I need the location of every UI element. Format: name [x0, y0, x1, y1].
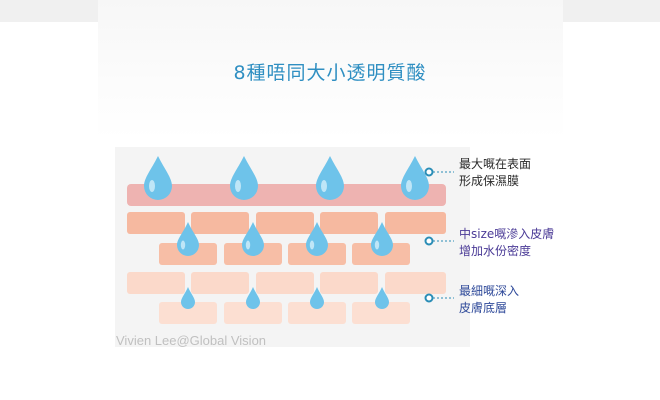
drop-highlight [406, 180, 412, 192]
water-drop-icon [181, 287, 195, 309]
bottom-bricks-row-1 [127, 272, 446, 294]
watermark: Vivien Lee@Global Vision [116, 333, 267, 348]
drop-highlight [235, 180, 241, 192]
drop-highlight [374, 240, 380, 250]
label-line: 最大嘅在表面 [459, 157, 532, 171]
water-drop-icon [401, 156, 429, 200]
water-drop-icon [230, 156, 258, 200]
brick [320, 212, 378, 234]
middle-bricks-row-1 [127, 212, 446, 234]
label-line: 形成保濕膜 [459, 174, 520, 188]
connector-dot [424, 167, 434, 177]
medium-drops [177, 222, 393, 256]
label-line: 增加水份密度 [459, 244, 532, 258]
label-middle: 中size嘅滲入皮膚 增加水份密度 [459, 226, 554, 260]
brick [352, 302, 410, 324]
water-drop-icon [316, 156, 344, 200]
connector-dot [424, 236, 434, 246]
connector-deep [424, 293, 454, 303]
drop-highlight [245, 240, 251, 250]
brick [127, 212, 185, 234]
connector-middle [424, 236, 454, 246]
drop-highlight [180, 240, 186, 250]
water-drop-icon [310, 287, 324, 309]
brick [127, 272, 185, 294]
label-line: 最細嘅深入 [459, 284, 520, 298]
label-line: 中size嘅滲入皮膚 [459, 227, 555, 241]
brick [288, 302, 346, 324]
drop-highlight [321, 180, 327, 192]
connector-surface [424, 167, 454, 177]
small-drops [181, 287, 389, 309]
label-surface: 最大嘅在表面 形成保濕膜 [459, 156, 531, 190]
bottom-bricks-row-2 [159, 302, 410, 324]
water-drop-icon [375, 287, 389, 309]
brick [320, 272, 378, 294]
drop-highlight [309, 240, 315, 250]
brick [256, 212, 314, 234]
diagram-title: 8種唔同大小透明質酸 [233, 62, 427, 84]
surface-film [127, 184, 446, 206]
brick [385, 272, 446, 294]
drop-highlight [149, 180, 155, 192]
label-line: 皮膚底層 [459, 301, 508, 315]
label-deep: 最細嘅深入 皮膚底層 [459, 283, 519, 317]
water-drop-icon [246, 287, 260, 309]
brick [159, 302, 217, 324]
brick [191, 212, 249, 234]
connector-dot [424, 293, 434, 303]
brick [385, 212, 446, 234]
large-drops [144, 156, 429, 200]
brick [224, 302, 282, 324]
brick [256, 272, 314, 294]
water-drop-icon [144, 156, 172, 200]
brick [191, 272, 249, 294]
